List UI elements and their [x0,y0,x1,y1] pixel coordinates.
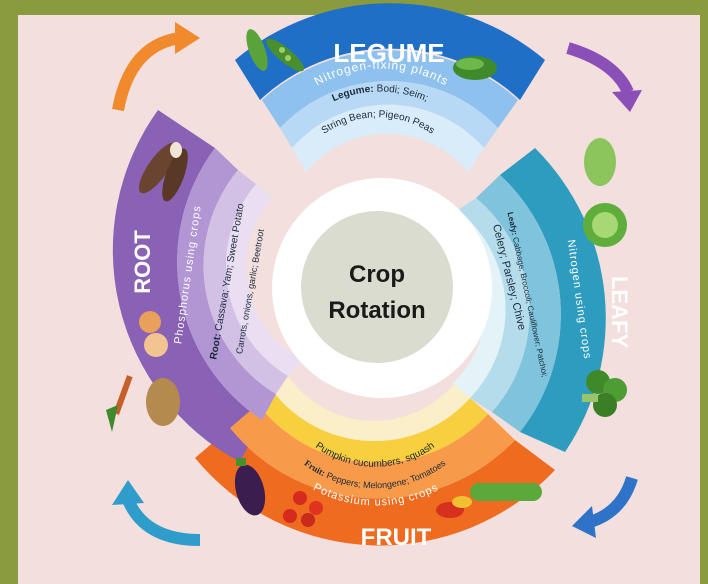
center-title-line1: Crop [349,261,405,288]
fruit-band [230,404,515,499]
root-title: ROOT [130,230,155,294]
root-outer-segment [112,110,262,462]
fruit-inner-2 [272,376,470,442]
broccoli-icon [582,370,627,417]
root-inner-1 [203,170,288,394]
arrow-bottom-left [112,480,201,546]
legume-inner-1 [280,81,498,148]
root-inner-2 [226,184,302,376]
cucumber-icon [470,483,542,501]
fruit-title: FRUIT [361,524,432,551]
legume-inner-2 [292,104,484,172]
carrot-icon [106,375,133,432]
arrow-top-left [112,22,200,112]
leafy-band [476,175,561,432]
arrow-bottom-right [572,476,638,538]
green-bean-icon [453,56,497,80]
arrow-top-right [566,42,642,112]
leafy-inner-2 [442,210,506,398]
leafy-outer-segment [500,148,606,452]
pepper-icon [436,496,472,518]
fruit-inner-1 [258,390,488,463]
cassava-icon [138,142,188,202]
celery-icon [584,138,616,186]
center-title-line2: Rotation [328,297,425,324]
leafy-title: LEAFY [607,276,632,348]
potato-icon [146,378,180,426]
leafy-inner-1 [458,198,530,412]
cabbage-icon [583,203,627,247]
legume-outer-segment [235,3,545,100]
root-band [177,148,276,420]
legume-title: LEGUME [333,38,444,68]
onion-icon [139,311,168,357]
eggplant-icon [234,458,266,516]
center-disc [301,211,453,363]
pea-pod-icon [246,29,304,72]
tomato-icon [283,491,323,527]
